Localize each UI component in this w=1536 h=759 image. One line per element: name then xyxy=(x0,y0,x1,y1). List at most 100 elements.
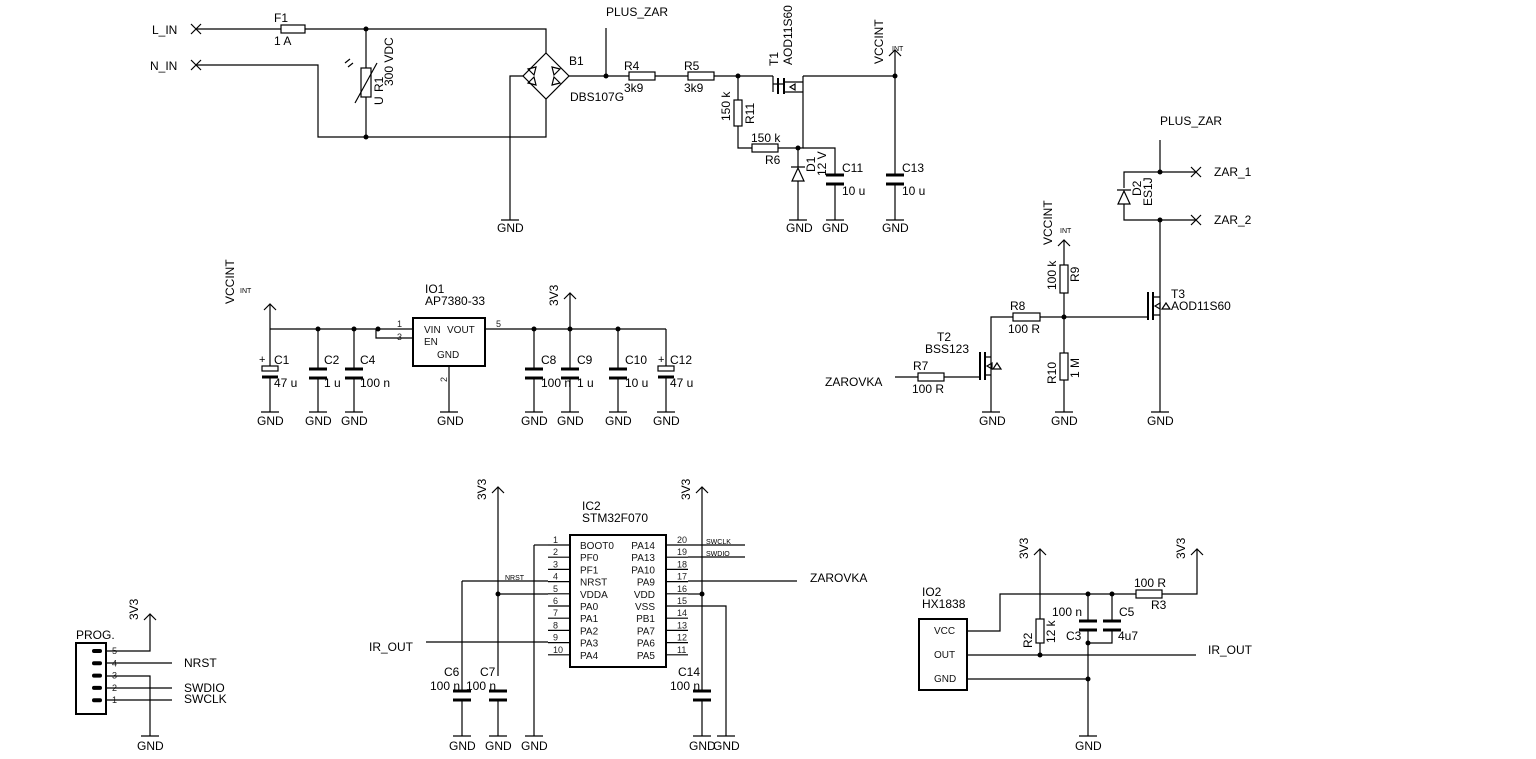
net-3v3: 3V3 xyxy=(475,478,489,500)
net-vccint: VCCINT xyxy=(1041,200,1055,245)
ic2-pin-label: PA3 xyxy=(580,639,599,650)
gnd-label: GND xyxy=(521,414,548,428)
r11-name: R11 xyxy=(743,103,757,124)
net-plus-zar: PLUS_ZAR xyxy=(606,5,668,19)
ic2-pin-label: VDDA xyxy=(580,590,608,601)
io1-pin2: 2 xyxy=(439,377,449,382)
resistor-r10 xyxy=(1059,352,1069,381)
gnd-label: GND xyxy=(521,739,548,753)
ic2-pin-label: PA13 xyxy=(631,553,655,564)
io1-gnd: GND xyxy=(437,350,459,361)
ic2-pin-number: 1 xyxy=(553,535,558,545)
zener-d1 xyxy=(791,166,805,182)
ic2-pin-label: BOOT0 xyxy=(580,541,614,552)
r9-value: 100 k xyxy=(1045,260,1059,290)
prog-pin-contact xyxy=(92,685,102,690)
ic2-pin-label: VDD xyxy=(634,590,655,601)
net-swclk: SWCLK xyxy=(184,692,227,706)
prog-name: PROG. xyxy=(76,628,115,642)
wire-c3-c5 xyxy=(1087,594,1113,736)
gnd-label: GND xyxy=(979,414,1006,428)
ic2-right-pins: 20PA1419PA1318PA1017PA916VDD15VSS14PB113… xyxy=(631,535,688,662)
c8-name: C8 xyxy=(541,353,557,367)
r7-name: R7 xyxy=(913,359,929,373)
c2-value: 1 u xyxy=(324,376,341,390)
net-l-in: L_IN xyxy=(152,23,177,37)
capacitor-c14 xyxy=(693,689,711,702)
ic2-pin-number: 14 xyxy=(677,608,687,618)
net-3v3: 3V3 xyxy=(1174,537,1188,559)
resistor-r11 xyxy=(733,99,743,127)
gnd-label: GND xyxy=(437,414,464,428)
f1-value: 1 A xyxy=(274,34,291,48)
capacitor-c12-plate xyxy=(657,365,675,372)
gnd-label: GND xyxy=(653,414,680,428)
gnd-label: GND xyxy=(305,414,332,428)
resistor-r3 xyxy=(1135,589,1163,599)
gnd-label: GND xyxy=(713,739,740,753)
gnd-label: GND xyxy=(449,739,476,753)
c13-name: C13 xyxy=(902,161,924,175)
c1-plus: + xyxy=(259,354,265,366)
ic2-pin-label: PA4 xyxy=(580,651,599,662)
c3-name: C3 xyxy=(1066,629,1082,643)
resistor-r5 xyxy=(687,71,715,81)
ic2-pin-number: 12 xyxy=(677,633,687,643)
io1-en: EN xyxy=(424,337,438,348)
gnd-label: GND xyxy=(786,221,813,235)
capacitor-c13 xyxy=(886,173,904,186)
3v3-arrow xyxy=(563,292,577,329)
b1-value: DBS107G xyxy=(570,90,624,104)
ic2-pin-label: PF0 xyxy=(580,553,599,564)
mosfet-t2-channel xyxy=(985,350,992,382)
gnd-label: GND xyxy=(485,739,512,753)
capacitor-c11 xyxy=(826,173,844,186)
c14-value: 100 n xyxy=(670,679,700,693)
net-vccint: VCCINT xyxy=(872,19,886,64)
capacitor-c1-plate xyxy=(261,365,279,372)
junction xyxy=(363,134,369,140)
f1-name: F1 xyxy=(274,11,288,25)
ic2-pin-label: PA1 xyxy=(580,614,599,625)
net-swclk-small: SWCLK xyxy=(706,539,731,546)
c12-name: C12 xyxy=(670,353,692,367)
resistor-r8 xyxy=(1012,312,1041,322)
net-3v3: 3V3 xyxy=(547,284,561,306)
ic2-pin-label: PA0 xyxy=(580,602,599,613)
ic2-pin-number: 15 xyxy=(677,596,687,606)
r11-value: 150 k xyxy=(719,91,733,121)
fuse-f1 xyxy=(280,24,306,34)
capacitor-c9 xyxy=(561,367,579,380)
gnd-label: GND xyxy=(689,739,716,753)
io1-pin3: 3 xyxy=(397,332,402,342)
ic2-pin-number: 20 xyxy=(677,535,687,545)
gnd-label: GND xyxy=(341,414,368,428)
c1-name: C1 xyxy=(274,353,290,367)
vccint-arrow xyxy=(1057,239,1071,247)
c2-name: C2 xyxy=(324,353,340,367)
capacitor-c10 xyxy=(609,367,627,380)
gnd-label: GND xyxy=(1051,414,1078,428)
net-3v3: 3V3 xyxy=(679,478,693,500)
wire-ir-gnd xyxy=(967,678,1097,737)
3v3-arrow xyxy=(1033,548,1047,556)
c4-value: 100 n xyxy=(360,376,390,390)
vccint-arrow xyxy=(263,303,277,311)
r4-name: R4 xyxy=(624,59,640,73)
r8-name: R8 xyxy=(1010,299,1026,313)
r1-u: U xyxy=(372,96,386,105)
varistor-r1 xyxy=(360,67,372,98)
junction xyxy=(363,26,369,32)
d1-name: D1 xyxy=(804,156,818,172)
capacitor-c2 xyxy=(309,367,327,380)
wire-t1-gate-net xyxy=(778,92,804,149)
c10-name: C10 xyxy=(625,353,647,367)
r4-value: 3k9 xyxy=(624,81,644,95)
ic2-pin-number: 5 xyxy=(553,584,558,594)
io2-name: IO2 xyxy=(922,585,942,599)
r6-name: R6 xyxy=(765,153,781,167)
ic2-pin-number: 6 xyxy=(553,596,558,606)
c6-name: C6 xyxy=(444,665,460,679)
c3-value: 100 n xyxy=(1052,605,1082,619)
